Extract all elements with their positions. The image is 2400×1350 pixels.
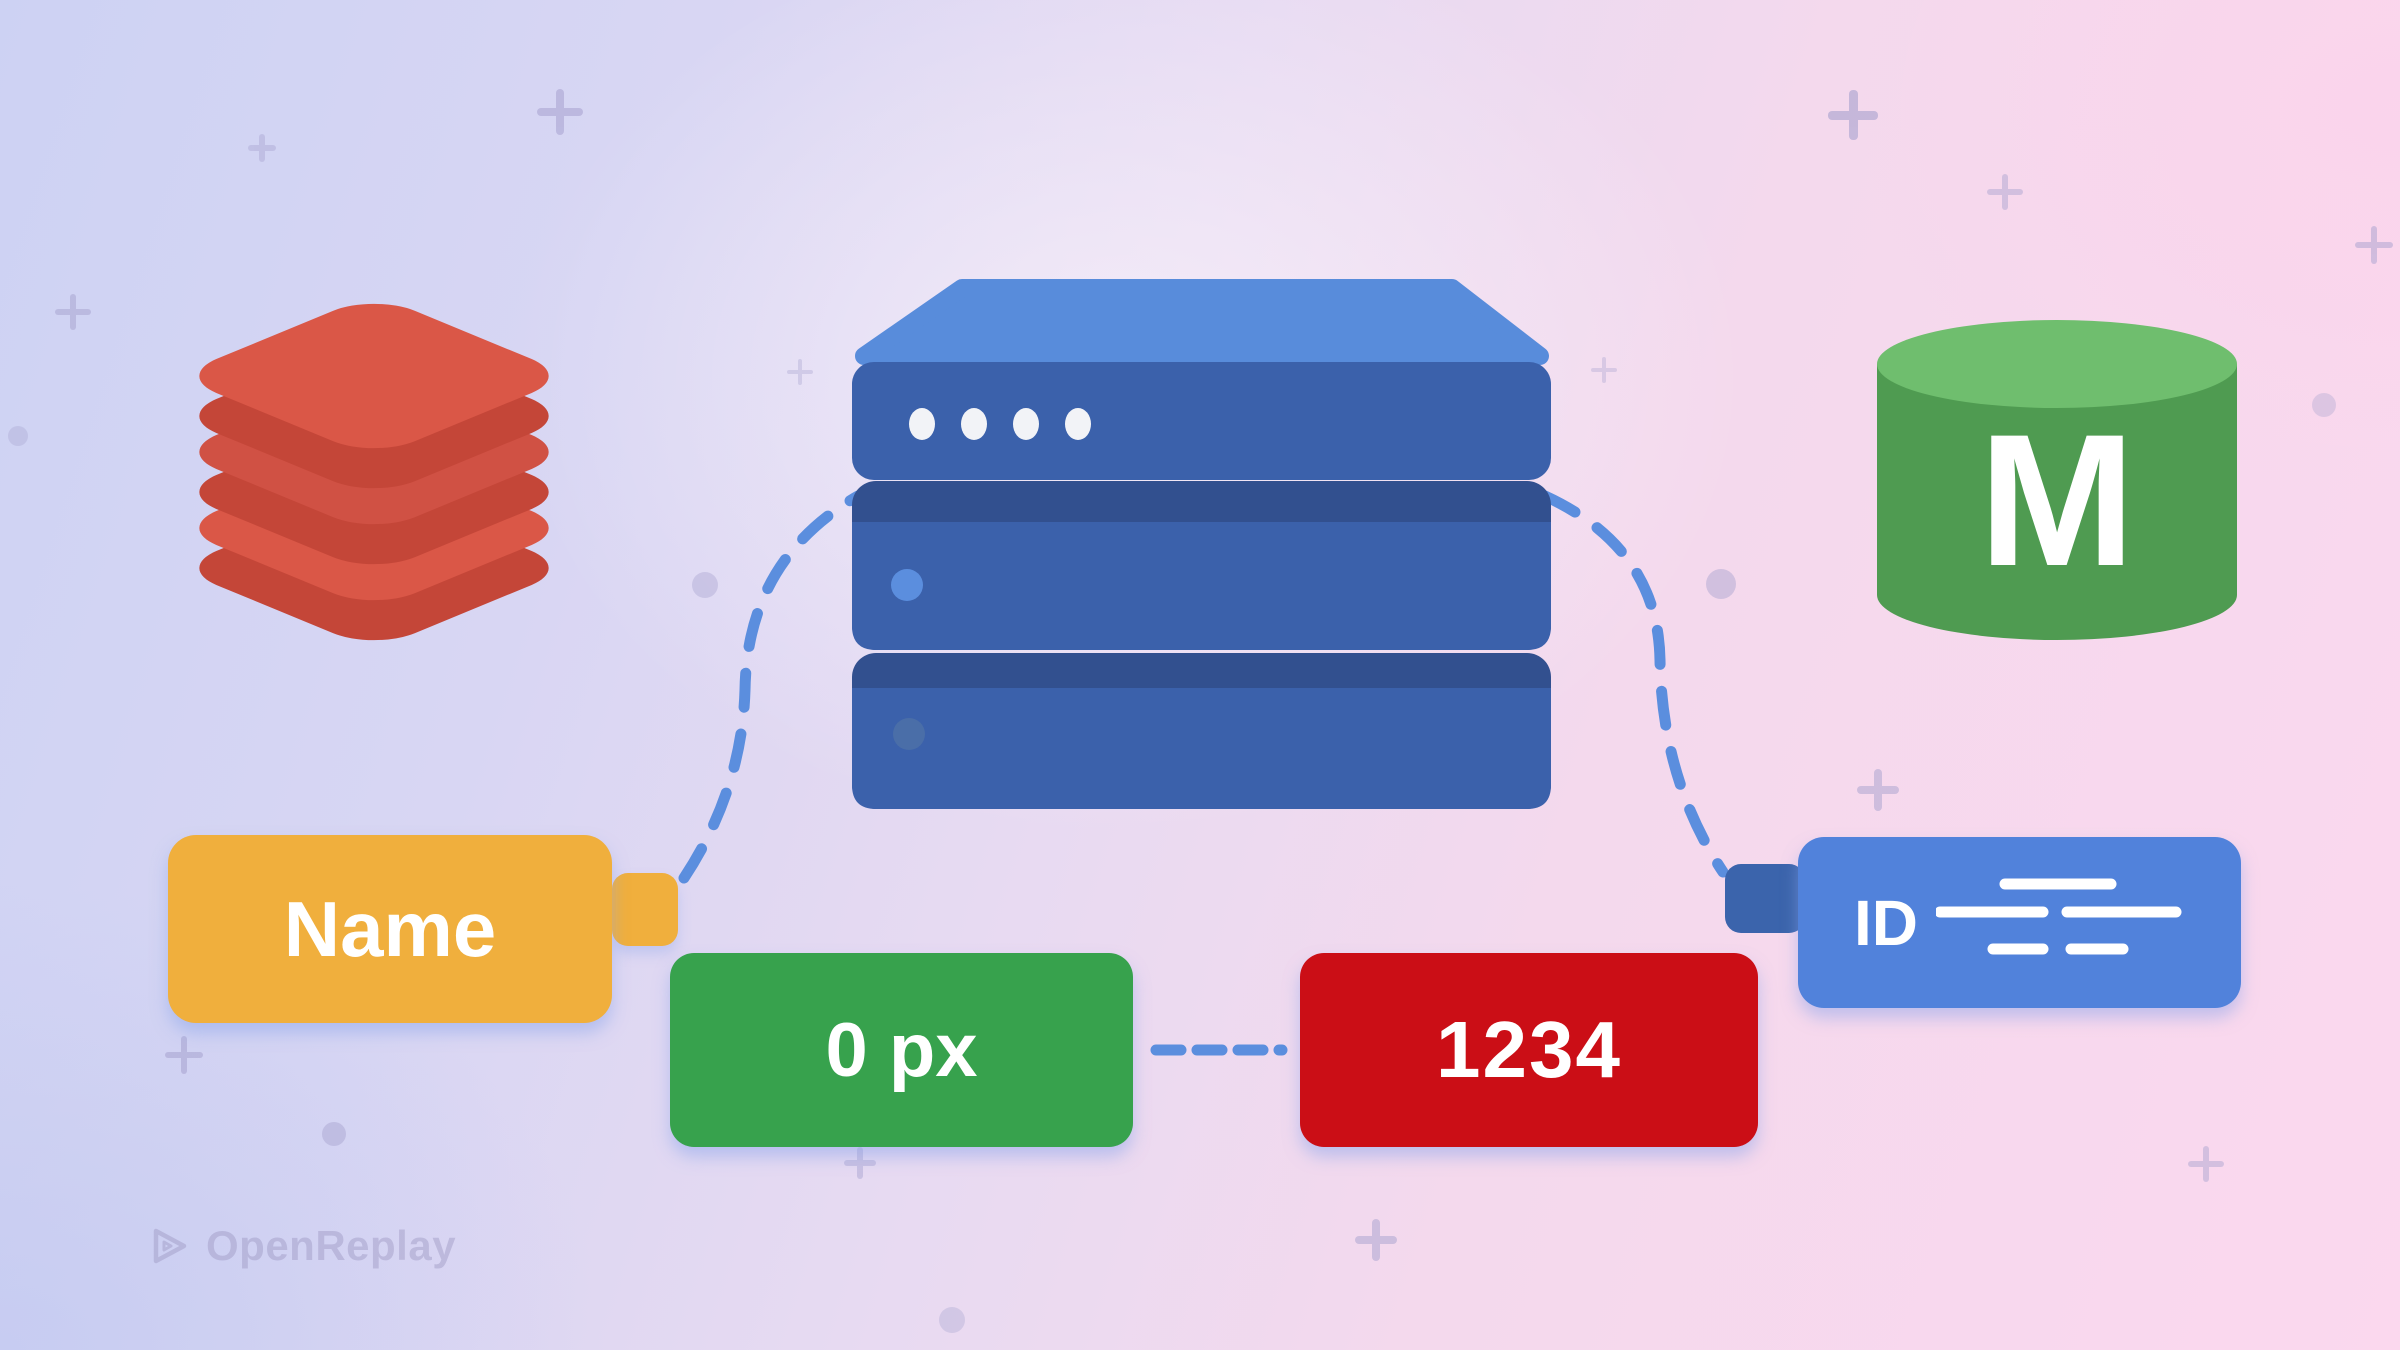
- connector-lines: [678, 490, 1729, 1056]
- id-value-tag: 1234: [1300, 953, 1758, 1147]
- server-led-lights: [909, 408, 1091, 440]
- size-tag: 0 px: [670, 953, 1133, 1147]
- server-rack-icon: [852, 279, 1551, 809]
- server-unit-3-dot: [893, 718, 925, 750]
- watermark-brand: OpenReplay: [206, 1222, 457, 1269]
- mongodb-cylinder-icon: [1877, 320, 2237, 640]
- connector-right: [1539, 490, 1729, 878]
- name-tag-connector-tab: [612, 873, 678, 946]
- openreplay-watermark: OpenReplay: [148, 1218, 456, 1274]
- connector-left: [678, 490, 864, 884]
- name-tag: Name: [168, 835, 612, 1023]
- name-tag-label: Name: [283, 884, 497, 973]
- server-unit-1: [852, 362, 1551, 480]
- id-speed-lines-icon: [1936, 878, 2182, 954]
- mongo-letter: M: [1978, 395, 2136, 605]
- id-tag-connector-tab: [1725, 864, 1805, 933]
- play-icon: [153, 1228, 187, 1264]
- size-tag-label: 0 px: [825, 1007, 978, 1093]
- id-value-label: 1234: [1436, 1005, 1622, 1094]
- id-tag: ID: [1798, 837, 2241, 1008]
- server-unit-2-dot: [891, 569, 923, 601]
- server-top-face: [855, 279, 1549, 365]
- redis-database-icon: [199, 303, 549, 641]
- id-tag-label: ID: [1854, 886, 1918, 959]
